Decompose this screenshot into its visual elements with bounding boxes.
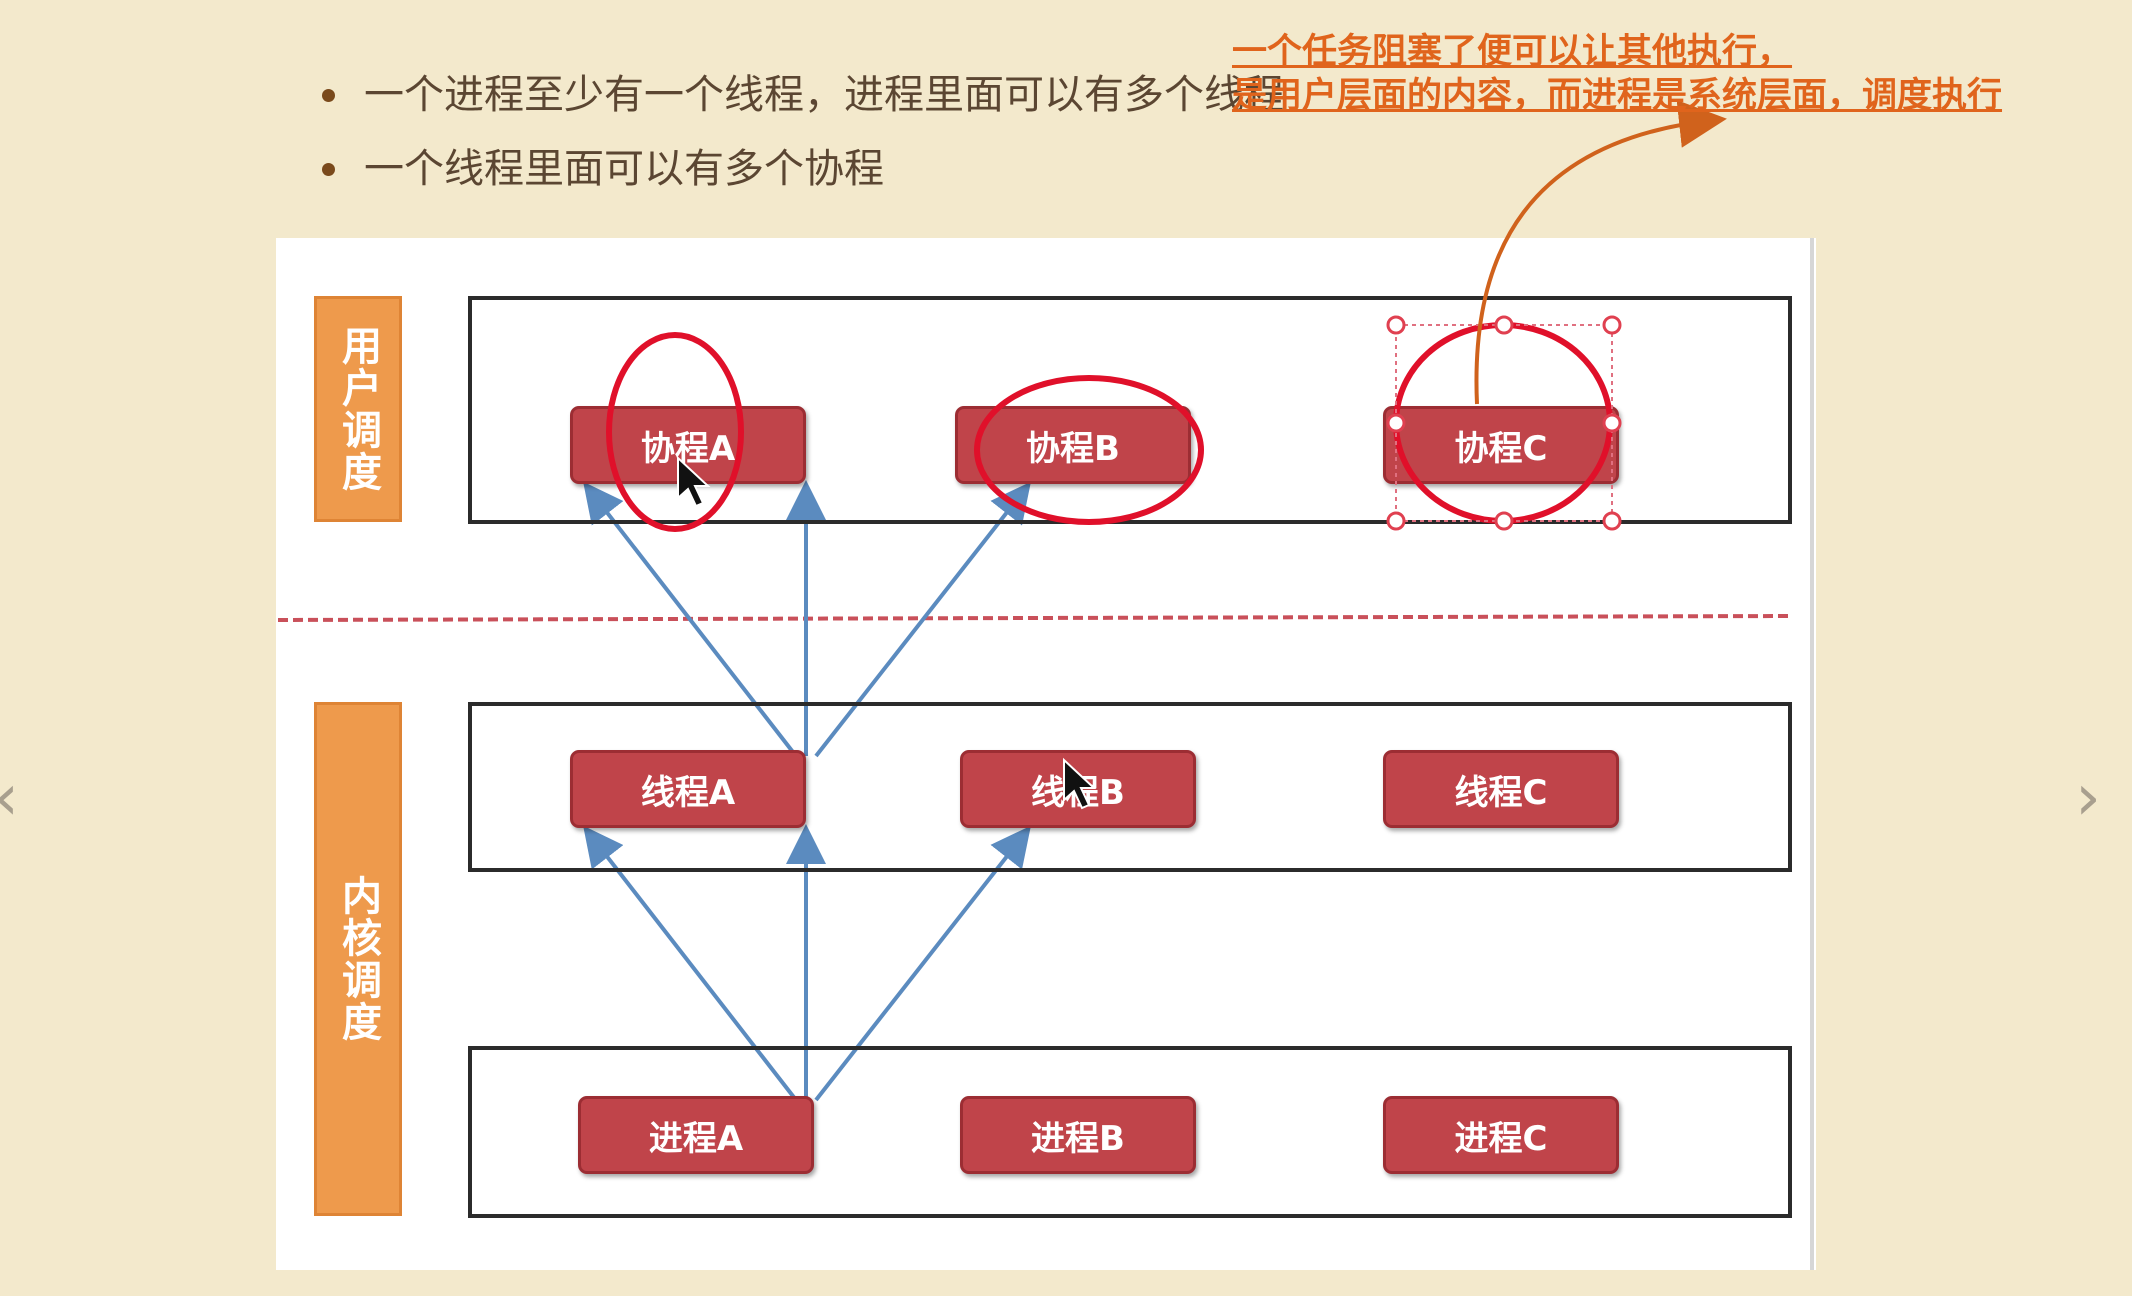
thread-b-node[interactable]: 线程B bbox=[960, 750, 1196, 828]
thread-c-node[interactable]: 线程C bbox=[1383, 750, 1619, 828]
diagram-right-edge bbox=[1810, 238, 1814, 1270]
coroutine-c-node[interactable]: 协程C bbox=[1383, 406, 1619, 484]
bullet-list: 一个进程至少有一个线程，进程里面可以有多个线程 一个线程里面可以有多个协程 bbox=[318, 58, 1284, 206]
arrow-process-b-to-thread-c bbox=[814, 825, 1031, 1102]
bullet-item: 一个线程里面可以有多个协程 bbox=[318, 132, 1284, 206]
process-a-node[interactable]: 进程A bbox=[578, 1096, 814, 1174]
process-layer-box bbox=[468, 1046, 1792, 1218]
previous-slide-chevron-icon[interactable]: ‹ bbox=[0, 766, 26, 830]
coroutine-b-node[interactable]: 协程B bbox=[955, 406, 1191, 484]
annotation-note[interactable]: 一个任务阻塞了便可以让其他执行， 是用户层面的内容，而进程是系统层面，调度执行 bbox=[1232, 30, 2002, 118]
coroutine-a-node[interactable]: 协程A bbox=[570, 406, 806, 484]
kernel-scheduling-label: 内核调度 bbox=[314, 702, 402, 1216]
diagram-canvas bbox=[277, 480, 1789, 1102]
arrow-thread-b-to-coroutine-a bbox=[583, 481, 798, 758]
arrow-process-b-to-thread-a bbox=[583, 825, 798, 1102]
user-scheduling-label: 用户调度 bbox=[314, 296, 402, 522]
coroutine-thread-process-diagram: 用户调度 内核调度 协程A 协程B 协程C 线程A 线程B 线程C 进程A 进程… bbox=[276, 238, 1816, 1270]
bullet-text: 一个进程至少有一个线程，进程里面可以有多个线程 bbox=[364, 72, 1284, 118]
thread-layer-box bbox=[468, 702, 1792, 872]
bullet-dot bbox=[322, 163, 335, 176]
next-slide-chevron-icon[interactable]: › bbox=[2075, 761, 2101, 835]
process-b-node[interactable]: 进程B bbox=[960, 1096, 1196, 1174]
process-c-node[interactable]: 进程C bbox=[1383, 1096, 1619, 1174]
annotation-line-1: 一个任务阻塞了便可以让其他执行， bbox=[1232, 32, 1793, 72]
bullet-dot bbox=[322, 89, 335, 102]
arrow-thread-b-to-coroutine-c bbox=[814, 481, 1031, 758]
layer-separator-dashed-line bbox=[277, 614, 1789, 622]
thread-a-node[interactable]: 线程A bbox=[570, 750, 806, 828]
bullet-item: 一个进程至少有一个线程，进程里面可以有多个线程 bbox=[318, 58, 1284, 132]
annotation-line-2: 是用户层面的内容，而进程是系统层面，调度执行 bbox=[1232, 76, 2003, 116]
bullet-text: 一个线程里面可以有多个协程 bbox=[364, 146, 884, 192]
